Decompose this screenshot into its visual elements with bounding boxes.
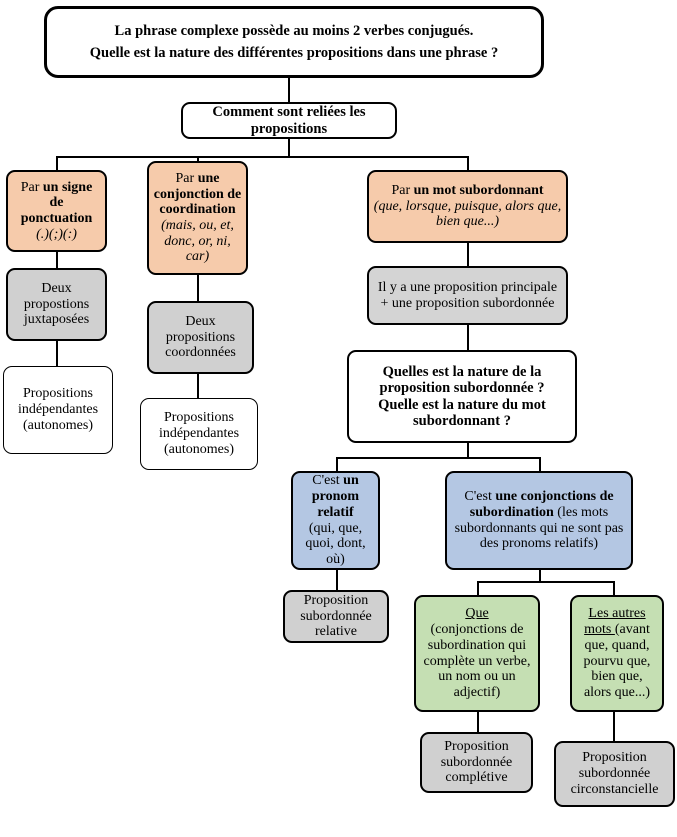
connector-to-other-words-box [613,581,615,595]
connector-root-to-question [288,78,290,102]
branch-subordination-box: Par un mot subordonnant (que, lorsque, p… [367,170,568,243]
connector-punctuation-to-juxtaposed [56,252,58,268]
result-circumstantial-box: Proposition subordonnée circonstancielle [554,741,675,807]
connector-coordination-to-coordinated [197,275,199,301]
branch-coordination-box: Par une conjonction de coordination (mai… [147,161,248,275]
connector-to-punctuation [56,156,58,170]
subordination-strong: un mot subordonnant [413,182,544,198]
connector-coordinated-to-independent [197,374,199,398]
relative-pronoun-examples: (qui, que, quoi, dont, où) [305,520,366,567]
connector-row-green-bus [477,581,614,583]
connector-question-down [288,139,290,157]
connector-question-nature-down [467,443,469,458]
relative-pronoun-lead: C'est [312,473,344,489]
connector-juxtaposed-to-independent [56,341,58,366]
independent-right-box: Propositions indépendantes (autonomes) [140,398,258,470]
connector-to-subordination [467,156,469,170]
other-words-title: Les autres mots [584,606,646,638]
other-words-body: (avant que, quand, pourvu que, bien que,… [583,622,651,700]
connector-to-relative-pronoun [336,457,338,471]
question-linking-box: Comment sont reliées les propositions [181,102,397,139]
main-plus-subordinate-label: Il y a une proposition principale + une … [377,279,558,311]
result-completive-label: Proposition subordonnée complétive [440,738,513,786]
connector-row-blue-bus [336,457,540,459]
punctuation-lead: Par [20,179,43,195]
subordinating-conjunction-examples: (les mots subordonnants qui ne sont pas … [454,504,624,552]
juxtaposed-label: Deux propostions juxtaposées [23,280,90,328]
coordination-strong: une conjonction de coordination [153,170,242,218]
independent-right-label: Propositions indépendantes (autonomes) [158,410,240,457]
question-linking-label: Comment sont reliées les propositions [212,104,366,137]
result-relative-box: Proposition subordonnée relative [283,590,389,643]
subordination-lead: Par [391,182,414,198]
subordinating-conjunction-box: C'est une conjonctions de subordination … [445,471,633,570]
coordination-lead: Par [175,170,198,186]
relative-pronoun-box: C'est un pronom relatif (qui, que, quoi,… [291,471,380,570]
question-nature-line3: Quelle est la nature du mot [378,396,546,413]
subordinating-conjunction-lead: C'est [464,489,496,505]
connector-blue-down [539,570,541,582]
connector-to-que-box [477,581,479,595]
independent-left-label: Propositions indépendantes (autonomes) [17,386,99,433]
question-nature-line2: proposition subordonnée ? [379,380,545,397]
result-completive-box: Proposition subordonnée complétive [420,732,533,793]
connector-to-subordinating-conjunction [539,457,541,471]
coordination-examples: (mais, ou, et, donc, or, ni, car) [161,218,234,265]
relative-pronoun-strong: un pronom relatif [311,473,360,520]
connector-other-to-circumstantial [613,712,615,741]
punctuation-strong: un signe de ponctuation [20,179,93,226]
juxtaposed-box: Deux propostions juxtaposées [6,268,107,341]
independent-left-box: Propositions indépendantes (autonomes) [3,366,113,454]
question-nature-line4: subordonnant ? [413,412,511,429]
que-box-title: Que [465,606,489,622]
other-words-box: Les autres mots (avant que, quand, pourv… [570,595,664,712]
root-title-line1: La phrase complexe possède au moins 2 ve… [114,22,474,39]
root-title-line2: Quelle est la nature des différentes pro… [89,45,499,61]
result-relative-label: Proposition subordonnée relative [300,593,372,640]
connector-relative-to-result [336,570,338,590]
connector-main-to-question-nature [467,325,469,350]
subordinating-conjunction-strong: une conjonctions de subordination [469,489,614,520]
que-box-body: (conjonctions de subordination qui compl… [423,622,531,700]
coordinated-box: Deux propositions coordonnées [147,301,254,374]
main-plus-subordinate-box: Il y a une proposition principale + une … [367,266,568,325]
question-nature-line1: Quelles est la nature de la [382,364,542,381]
root-question-box: La phrase complexe possède au moins 2 ve… [44,6,544,78]
connector-subordination-to-main [467,243,469,266]
que-box: Que (conjonctions de subordination qui c… [414,595,540,712]
connector-row2-bus [56,156,468,158]
connector-que-to-completive [477,712,479,732]
punctuation-examples: (.)(;)(:) [36,226,77,242]
coordinated-label: Deux propositions coordonnées [165,313,236,361]
result-circumstantial-label: Proposition subordonnée circonstancielle [570,750,659,797]
subordination-examples: (que, lorsque, puisque, alors que, bien … [373,198,562,230]
branch-punctuation-box: Par un signe de ponctuation (.)(;)(:) [6,170,107,252]
question-nature-box: Quelles est la nature de la proposition … [347,350,577,443]
